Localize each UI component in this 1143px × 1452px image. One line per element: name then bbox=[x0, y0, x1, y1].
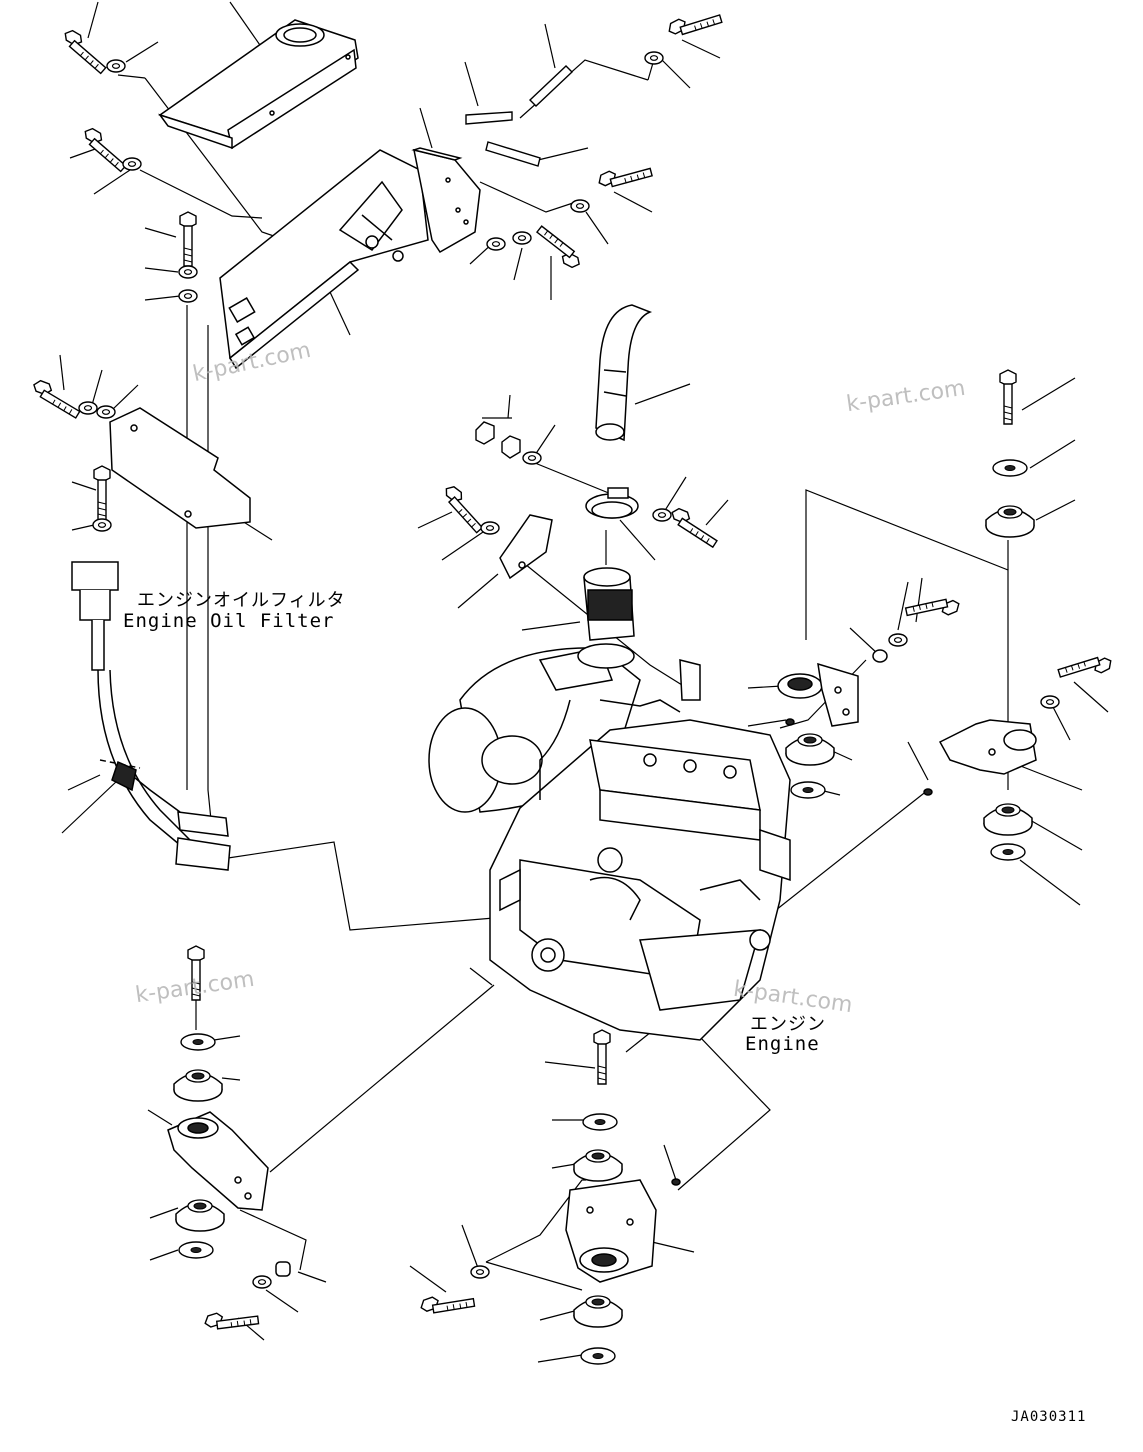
engine-block bbox=[490, 660, 790, 1040]
stays bbox=[466, 66, 572, 166]
engine-mount-rear-left bbox=[417, 1029, 680, 1365]
engine-label-en: Engine bbox=[745, 1033, 820, 1055]
engine-mount-rear-right bbox=[924, 369, 1115, 861]
oil-filter-hose bbox=[72, 562, 230, 870]
heat-shield-plate bbox=[110, 408, 250, 528]
exhaust-clamp bbox=[586, 488, 723, 549]
engine-mount-front-left bbox=[168, 945, 290, 1348]
exhaust-adapter bbox=[584, 568, 634, 640]
exhaust-bracket bbox=[434, 483, 552, 578]
exhaust-pipe bbox=[596, 305, 650, 440]
top-cover-plate bbox=[160, 20, 358, 148]
bracket-plate bbox=[414, 148, 480, 252]
engine-label-jp: エンジン bbox=[750, 1014, 826, 1035]
side-cover-panel bbox=[220, 150, 428, 368]
oil-filter-label-jp: エンジンオイルフィルタ bbox=[137, 590, 346, 611]
drawing-code: JA030311 bbox=[1011, 1409, 1087, 1425]
exhaust-nuts bbox=[476, 422, 542, 465]
engine-mount-front-right bbox=[778, 580, 963, 799]
oil-filter-label-en: Engine Oil Filter bbox=[123, 610, 335, 632]
